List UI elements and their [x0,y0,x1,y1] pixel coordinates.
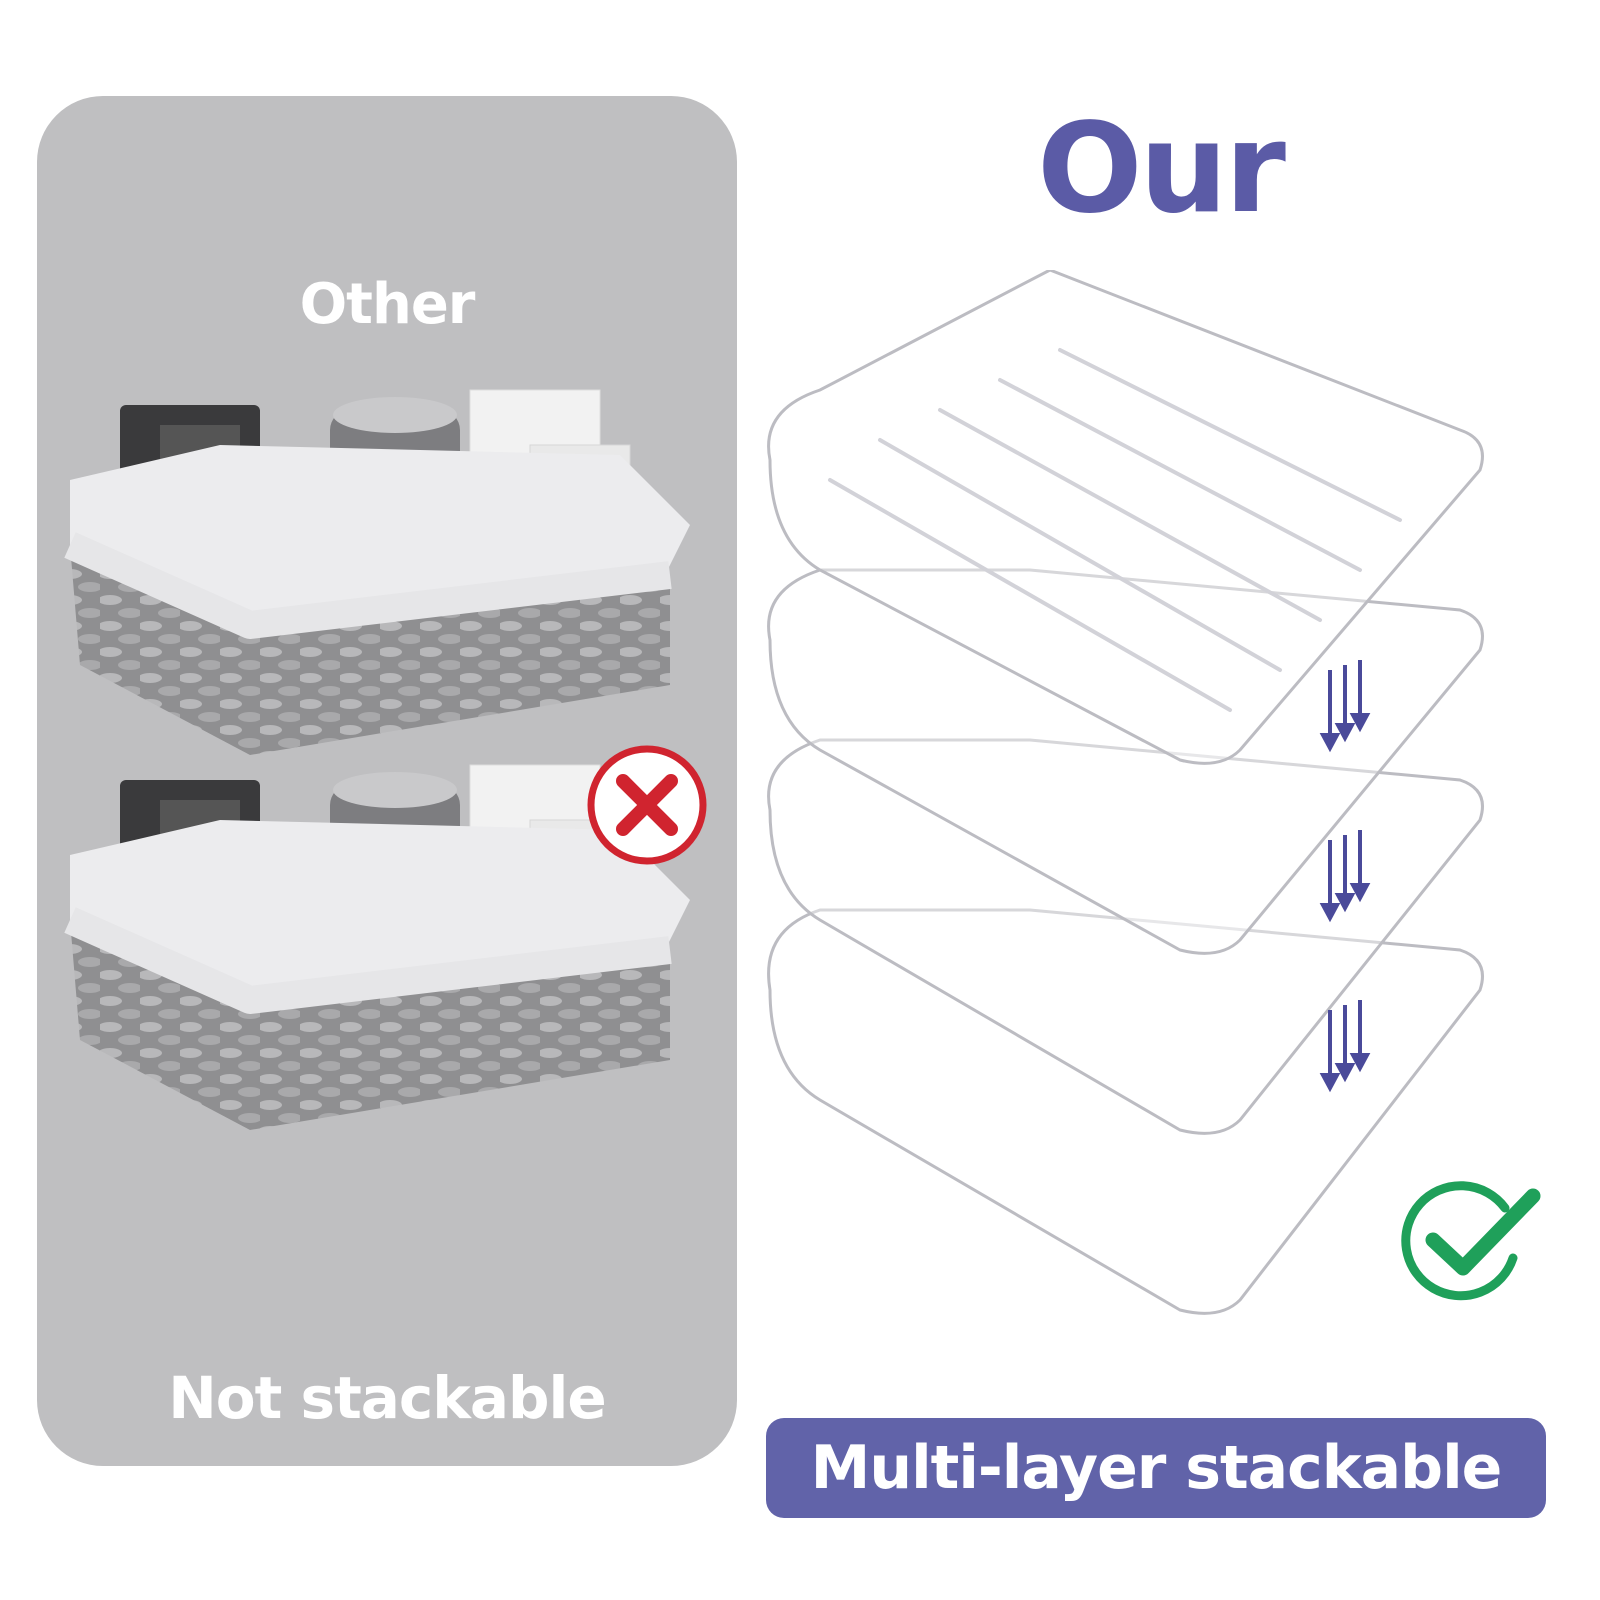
wicker-basket-image [64,764,690,1130]
caption-text: Multi-layer stackable [810,1433,1503,1503]
panel-caption-not-stackable: Not stackable [168,1364,607,1432]
caption-multi-layer-stackable: Multi-layer stackable [766,1418,1546,1518]
checkmark-icon [1401,1181,1541,1301]
x-mark-icon [587,745,707,865]
panel-title-our: Our [1037,97,1286,241]
panel-title-other: Other [299,272,476,337]
wicker-basket-image [64,389,690,755]
stacked-clear-trays-image [767,270,1484,1315]
